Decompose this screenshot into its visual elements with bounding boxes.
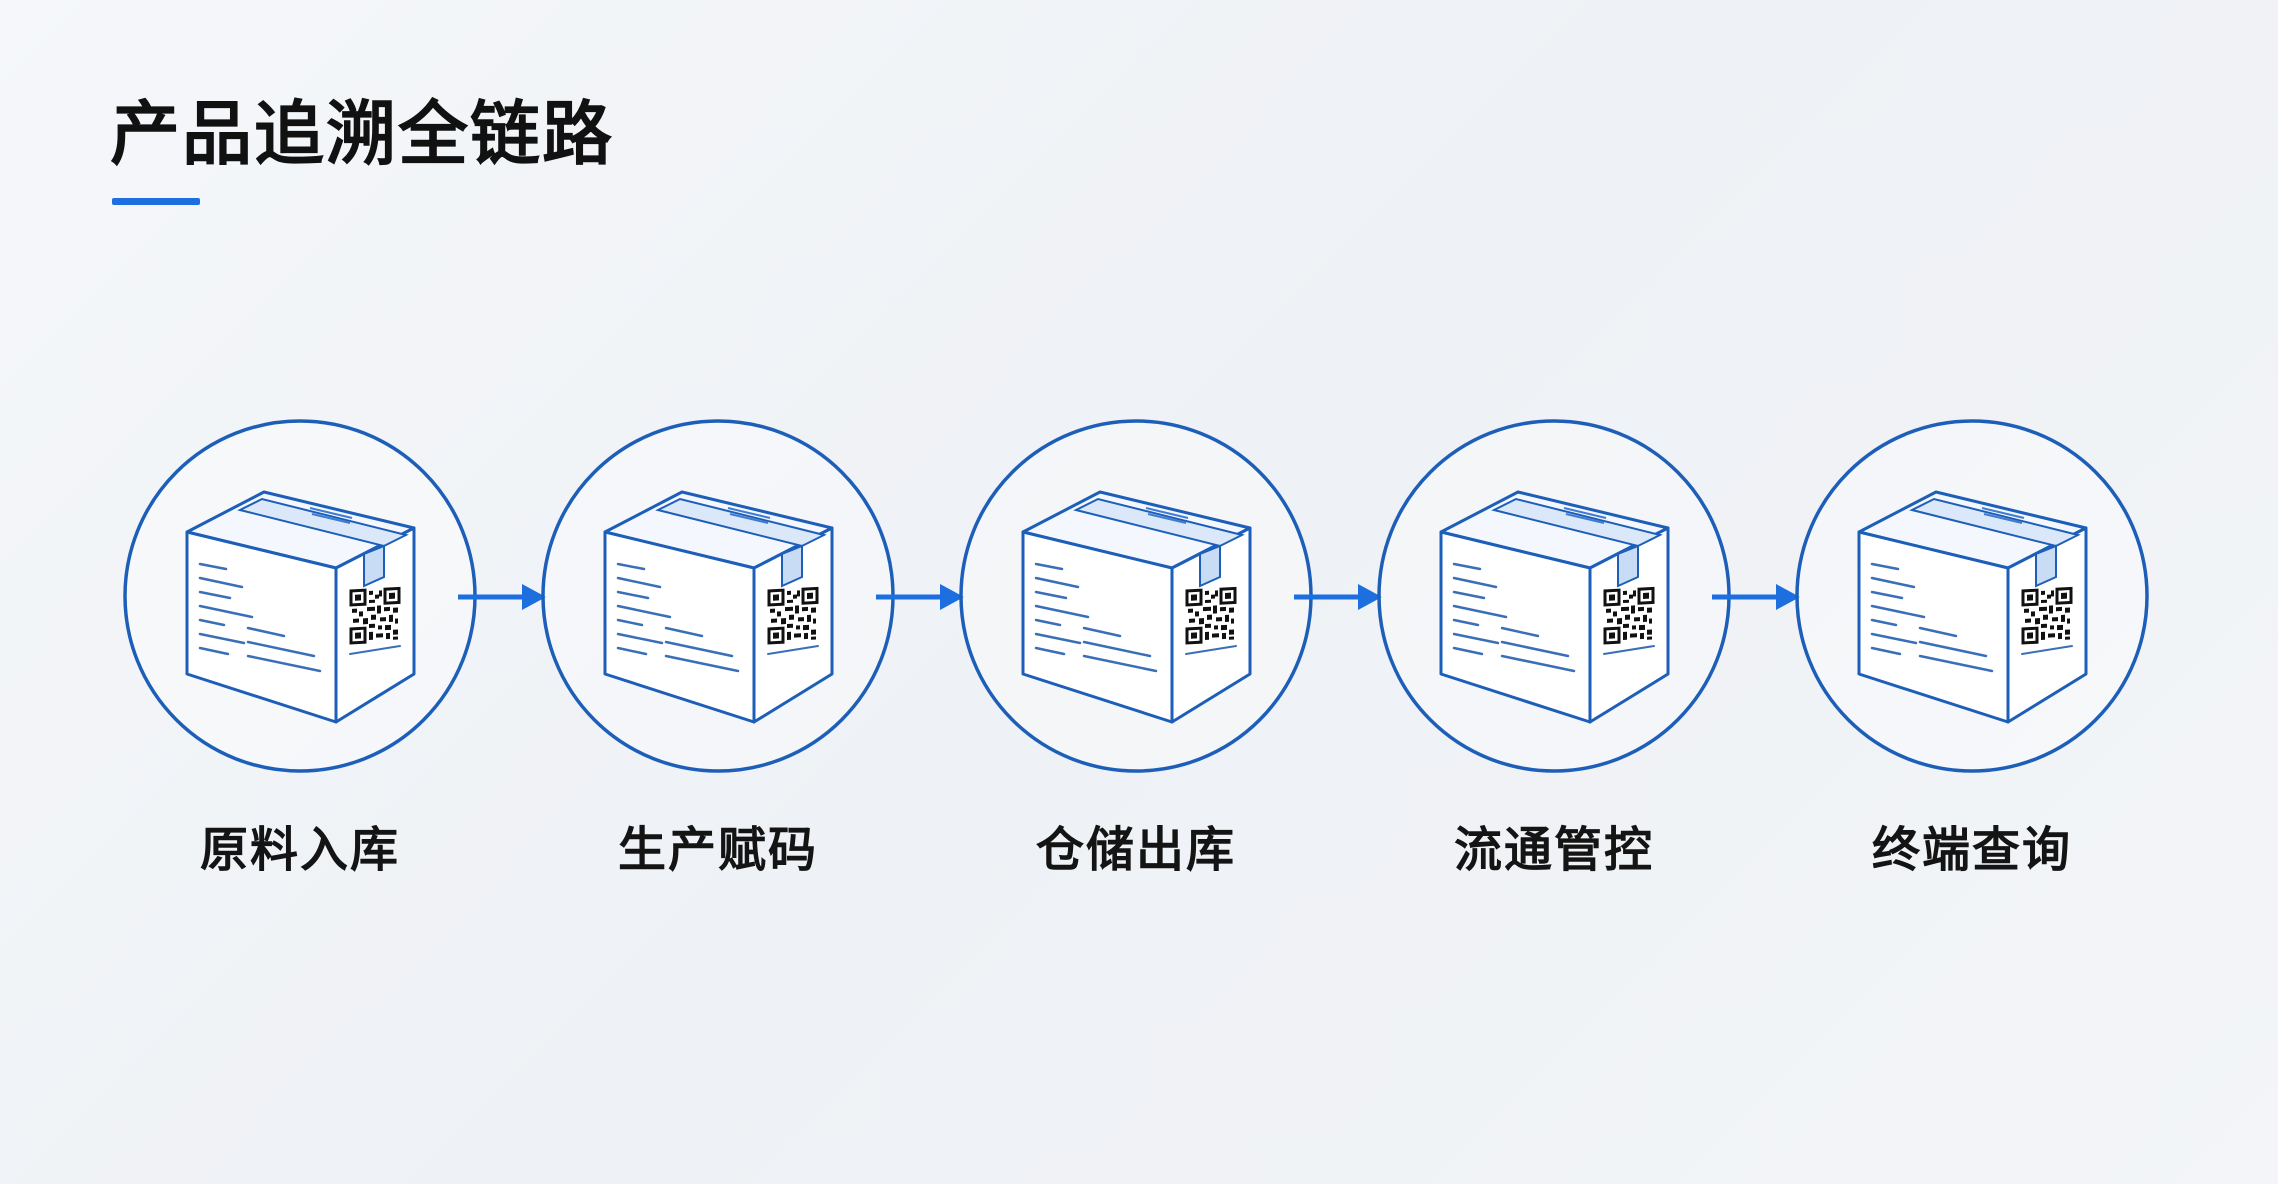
stage-2-label: 生产赋码	[617, 822, 818, 878]
arrow-icon	[1712, 584, 1800, 610]
stage-5-label: 终端查询	[1871, 822, 2072, 878]
stage-4-label: 流通管控	[1453, 822, 1654, 878]
stage-2-node	[541, 419, 895, 773]
arrow-icon	[1294, 584, 1382, 610]
stage-3-node	[959, 419, 1313, 773]
stage-1-label: 原料入库	[199, 822, 400, 878]
stage-3-label: 仓储出库	[1035, 822, 1236, 878]
stage-5-node	[1795, 419, 2149, 773]
arrow-icon	[876, 584, 964, 610]
title-underline	[112, 198, 200, 205]
page-title: 产品追溯全链路	[110, 93, 614, 175]
stage-4-node	[1377, 419, 1731, 773]
stage-1-node	[123, 419, 477, 773]
arrow-icon	[458, 584, 546, 610]
